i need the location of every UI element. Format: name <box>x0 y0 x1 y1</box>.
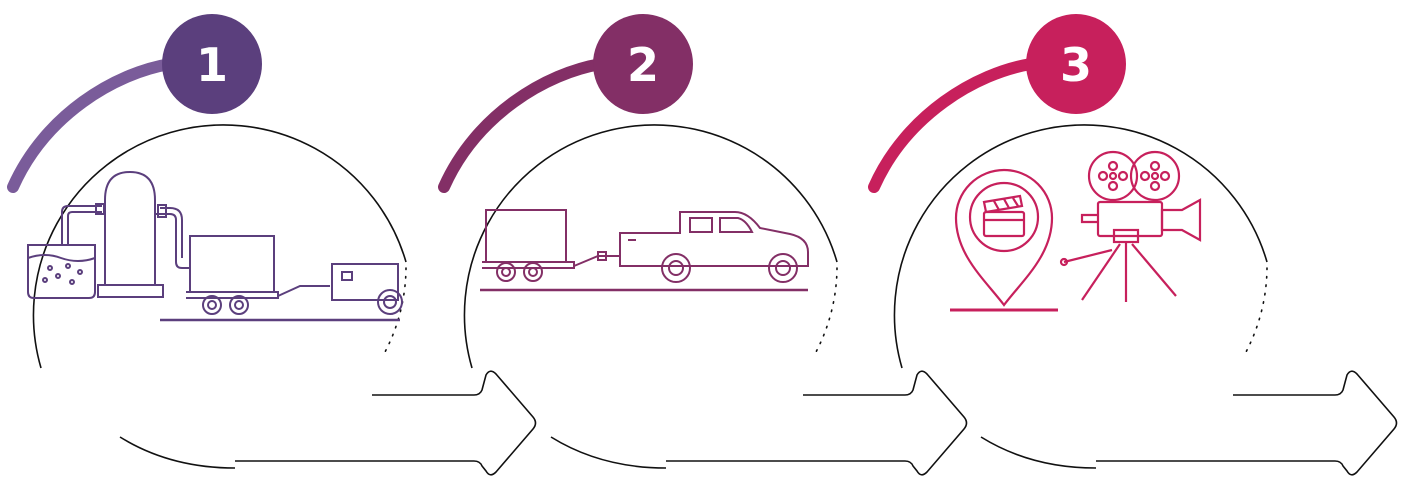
step-2-badge <box>593 14 693 114</box>
pickup-truck-trailer-icon <box>480 209 809 292</box>
step-3-accent-arc <box>868 58 1037 193</box>
step-1: 1 <box>7 14 537 476</box>
step-3-circle-outline <box>893 124 1268 369</box>
step-2-number: 2 <box>627 38 659 92</box>
step-1-circle-lower <box>119 436 236 469</box>
step-1-accent-arc <box>7 58 176 193</box>
step-2-circle-lower <box>550 436 667 469</box>
step-1-circle-outline <box>32 124 407 369</box>
step-3: 3 <box>868 14 1398 476</box>
step-3-arrow-icon <box>1096 370 1398 476</box>
step-3-circle-dotted <box>1245 267 1268 353</box>
step-1-number: 1 <box>196 38 228 92</box>
clapperboard-icon <box>982 194 1026 238</box>
step-2: 2 <box>438 14 968 476</box>
step-1-badge <box>162 14 262 114</box>
step-2-arrow-icon <box>666 370 968 476</box>
film-location-camera-icon <box>950 150 1202 312</box>
step-3-badge <box>1026 14 1126 114</box>
step-2-circle-dotted <box>815 267 838 353</box>
film-camera-icon <box>1059 150 1202 302</box>
water-tank-trailer-truck-icon <box>27 170 403 322</box>
step-2-accent-arc <box>438 58 607 193</box>
step-3-circle-lower <box>980 436 1097 469</box>
location-pin-icon <box>954 168 1054 307</box>
step-3-number: 3 <box>1060 38 1092 92</box>
step-1-arrow-icon <box>235 370 537 476</box>
step-2-circle-outline <box>463 124 838 369</box>
step-1-circle-dotted <box>384 267 407 353</box>
